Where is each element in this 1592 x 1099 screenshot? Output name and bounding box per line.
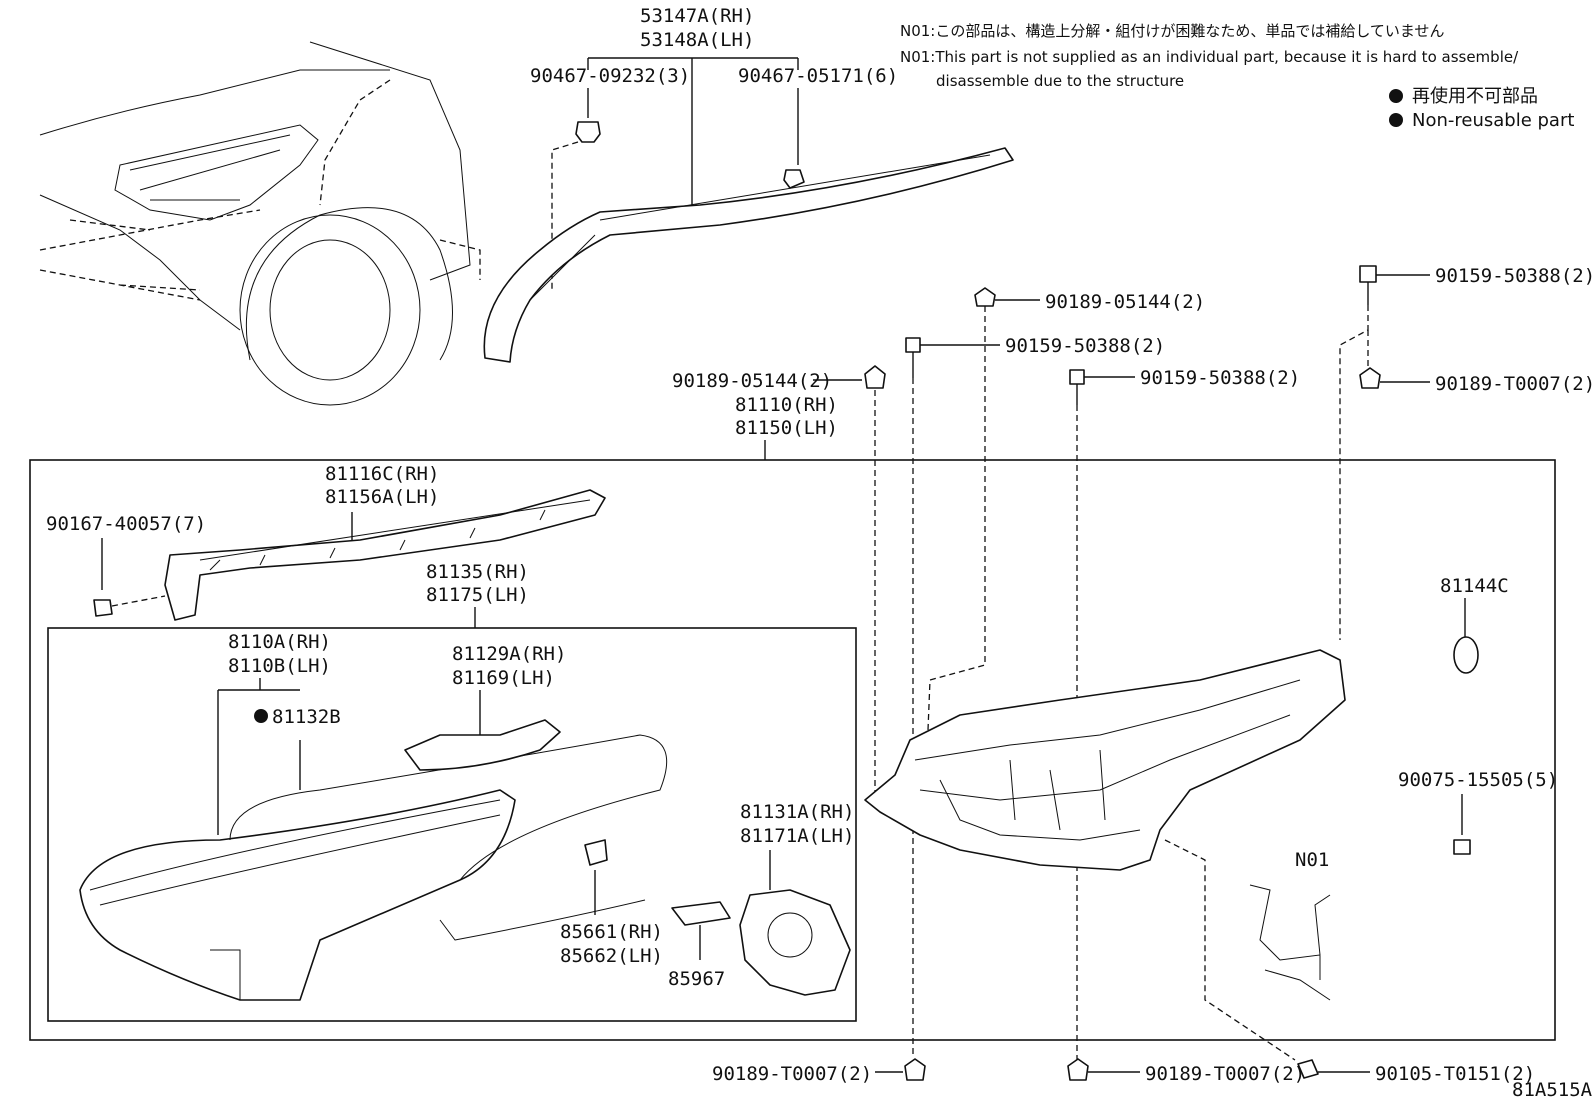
headlamp-81110: [864, 649, 1346, 871]
label-81156a: 81156A(LH): [325, 486, 439, 508]
label-8110b: 8110B(LH): [228, 655, 331, 677]
top-fasteners: 90189-05144(2) 90159-50388(2) 90159-5038…: [672, 265, 1592, 1060]
lens-8110a: [79, 789, 516, 1001]
housing-81131a: [739, 889, 851, 996]
label-n01: N01: [1295, 849, 1329, 871]
label-90159-50388-mid: 90159-50388(2): [1140, 367, 1300, 389]
legend-en: Non-reusable part: [1412, 110, 1574, 131]
top-molding-group: 53147A(RH) 53148A(LH) 90467-09232(3) 904…: [483, 5, 1014, 363]
clip-90467-09232: [575, 121, 601, 143]
label-81171a: 81171A(LH): [740, 825, 854, 847]
label-90189-T0007-bm: 90189-T0007(2): [1145, 1063, 1305, 1085]
note-block: N01:この部品は、構造上分解・組付けが困難なため、単品では補給していません N…: [900, 22, 1574, 131]
bracket-81116c: [164, 489, 606, 621]
lens-group: 8110A(RH) 8110B(LH) 81132B: [79, 631, 668, 1001]
screw-90159-top: [905, 337, 921, 353]
clip-90189-T0007-right: [1359, 367, 1381, 389]
label-81169: 81169(LH): [452, 667, 555, 689]
cap-90075-15505: [1453, 839, 1471, 855]
label-90189-T0007-right: 90189-T0007(2): [1435, 373, 1592, 395]
clip-90467-05171: [783, 169, 805, 189]
label-90189-05144-left: 90189-05144(2): [672, 370, 832, 392]
note-n01-ja: N01:この部品は、構造上分解・組付けが困難なため、単品では補給していません: [900, 22, 1444, 40]
label-81110: 81110(RH): [735, 394, 838, 416]
label-81150: 81150(LH): [735, 417, 838, 439]
right-parts: 81144C 90075-15505(5) N01: [1164, 575, 1558, 1061]
note-n01-en-line1: N01:This part is not supplied as an indi…: [900, 48, 1519, 66]
label-81135: 81135(RH): [426, 561, 529, 583]
screw-90167-40057: [93, 599, 113, 617]
label-90075-15505: 90075-15505(5): [1398, 769, 1558, 791]
label-90189-05144-top: 90189-05144(2): [1045, 291, 1205, 313]
label-81116c: 81116C(RH): [325, 463, 439, 485]
label-81175: 81175(LH): [426, 584, 529, 606]
label-85662: 85662(LH): [560, 945, 663, 967]
label-81132b: 81132B: [272, 706, 341, 728]
label-90159-50388-top: 90159-50388(2): [1005, 335, 1165, 357]
diagram-code: 81A515A: [1512, 1079, 1592, 1099]
label-90105-T0151: 90105-T0151(2): [1375, 1063, 1535, 1085]
label-90167-40057: 90167-40057(7): [46, 513, 206, 535]
socket-85661: [584, 839, 608, 866]
inner-assembly-box: [47, 627, 857, 1022]
screw-90159-right: [1359, 265, 1377, 283]
clip-90189-T0007-bm: [1067, 1058, 1089, 1081]
headlamp-main: [864, 649, 1346, 871]
non-reusable-dot-icon: [1389, 89, 1403, 103]
clip-90189-05144-top: [974, 287, 996, 307]
vehicle-front-illustration: [39, 41, 481, 406]
housing-group: 81131A(RH) 81171A(LH) 85661(RH) 85662(LH…: [560, 801, 854, 996]
label-81129a: 81129A(RH): [452, 643, 566, 665]
headlamp-assembly-box: [29, 459, 1556, 1041]
label-90467-05171: 90467-05171(6): [738, 65, 898, 87]
seal-81144c: [1453, 636, 1479, 674]
screw-90159-mid: [1069, 369, 1085, 385]
non-reusable-dot-icon: [1389, 113, 1403, 127]
module-85967: [671, 901, 731, 926]
wire-harness-n01: [1249, 884, 1331, 1001]
bezel-group: 81129A(RH) 81169(LH): [404, 643, 566, 771]
clip-90189-T0007-bl: [904, 1058, 926, 1081]
top-molding-53147a: [483, 147, 1014, 363]
bracket-group: 81116C(RH) 81156A(LH) 90167-40057(7): [46, 463, 606, 621]
label-53148a: 53148A(LH): [640, 29, 754, 51]
legend-ja: 再使用不可部品: [1412, 86, 1538, 107]
clip-90189-05144-left: [864, 365, 886, 389]
bottom-fasteners: 90189-T0007(2) 90189-T0007(2) 90105-T015…: [712, 1058, 1592, 1099]
label-85661: 85661(RH): [560, 921, 663, 943]
label-90159-50388-right: 90159-50388(2): [1435, 265, 1592, 287]
label-85967: 85967: [668, 968, 725, 990]
label-8110a: 8110A(RH): [228, 631, 331, 653]
bezel-81129a: [404, 719, 561, 771]
label-53147a: 53147A(RH): [640, 5, 754, 27]
note-n01-en-line2: disassemble due to the structure: [936, 72, 1184, 90]
label-81131a: 81131A(RH): [740, 801, 854, 823]
label-81144c: 81144C: [1440, 575, 1509, 597]
label-90467-09232: 90467-09232(3): [530, 65, 690, 87]
bolt-90105-T0151: [1297, 1059, 1319, 1079]
label-90189-T0007-bl: 90189-T0007(2): [712, 1063, 872, 1085]
non-reusable-dot-icon: [254, 709, 268, 723]
